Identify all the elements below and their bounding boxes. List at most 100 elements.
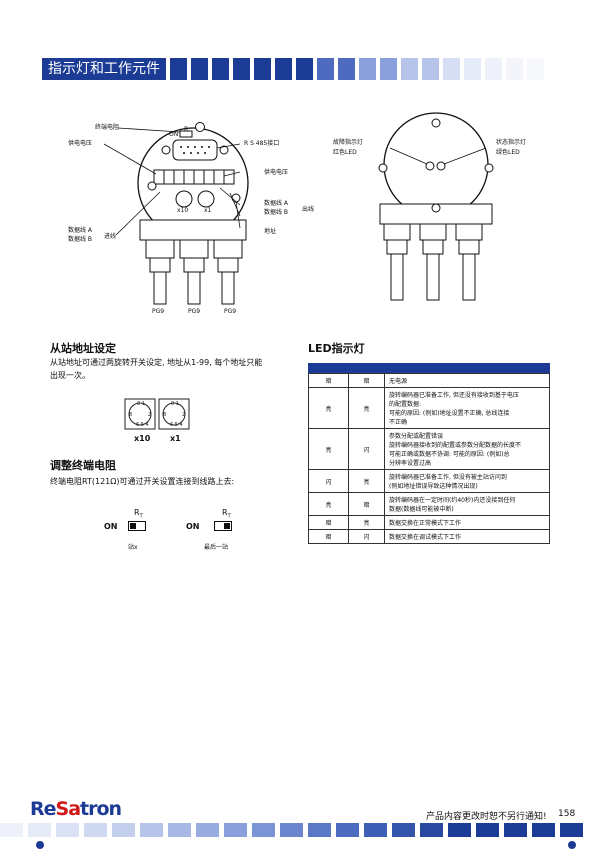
led-description-line: 旋转编码器已准备工作, 但没有被主站访问到 (389, 474, 507, 481)
footer-square (392, 823, 415, 837)
switch-toggle[interactable] (214, 521, 232, 531)
footer-square (168, 823, 191, 837)
header-square (485, 58, 502, 80)
led-description-line: 数据交换在调试模式下工作 (389, 534, 462, 541)
led-description-line: 数据交换在正常模式下工作 (389, 520, 462, 527)
led-description: 数据交换在正常模式下工作 (384, 515, 550, 530)
footer-square (252, 823, 275, 837)
header-square (338, 58, 355, 80)
label-in: 进线 (104, 233, 117, 240)
led-fault-state: 暗 (308, 373, 349, 388)
footer-square (280, 823, 303, 837)
led-status-state: 亮 (348, 515, 385, 530)
led-section-title: LED指示灯 (308, 342, 365, 355)
header-square (359, 58, 376, 80)
header-square (233, 58, 250, 80)
header-square (170, 58, 187, 80)
company-logo: ReSatron (30, 798, 122, 820)
switch-rt-label: RT (222, 508, 231, 520)
address-section-title: 从站地址设定 (50, 342, 116, 355)
header-square (422, 58, 439, 80)
footer-squares (0, 823, 604, 837)
switch-caption: 最后一站 (204, 544, 229, 551)
header-square (527, 58, 544, 80)
footer-dot-left (36, 841, 44, 849)
address-text-line-2: 出现一次。 (50, 371, 90, 380)
led-description-line: 不正确 (389, 419, 408, 426)
led-fault-state: 亮 (308, 428, 349, 470)
footer-square (0, 823, 23, 837)
led-fault-state: 闪 (308, 469, 349, 493)
switch-last-station: RT ON 最后一站 (186, 508, 256, 552)
switch-rt-sub: T (227, 513, 231, 520)
label-rt-small: R (184, 126, 189, 133)
label-data-in: 数据线 A 数据线 B (68, 226, 92, 244)
switch-rt: R (134, 508, 140, 517)
footer-square (140, 823, 163, 837)
svg-text:0 1: 0 1 (171, 401, 179, 407)
led-table: 暗暗无电源亮亮旋转编码器已准备工作, 但还没有接收到基于电压的配置数据:可能的原… (308, 373, 550, 544)
led-description-line: 分辨率设置过高 (389, 460, 432, 467)
switch-toggle[interactable] (128, 521, 146, 531)
label-data-a-in: 数据线 A (68, 227, 93, 234)
logo-part-tron: tron (80, 798, 122, 820)
label-on-small: ON (169, 131, 179, 138)
led-fault-state: 亮 (308, 492, 349, 516)
label-x10: x10 (134, 434, 151, 443)
led-fault-state: 暗 (308, 529, 349, 544)
header-square (464, 58, 481, 80)
switch-caption: 站x (128, 544, 138, 551)
logo-part-sa: Sa (55, 798, 81, 820)
led-table-row: 暗闪数据交换在调试模式下工作 (308, 529, 550, 544)
label-x1-small: x1 (204, 207, 212, 214)
header-square (506, 58, 523, 80)
footer-square (448, 823, 471, 837)
switch-knob (130, 523, 136, 529)
led-description: 无电源 (384, 373, 550, 388)
footer-square (476, 823, 499, 837)
led-status-state: 亮 (348, 387, 385, 429)
led-description: 旋转编码器已准备工作, 但没有被主站访问到(例如地址错误导致这种情况出现) (384, 469, 550, 493)
encoder-connection-diagram (103, 122, 249, 305)
switch-station-x: RT ON 站x (104, 508, 164, 552)
led-fault-state: 暗 (308, 515, 349, 530)
led-description-line: 旋转编码器在一定时间(约40秒)内还没接到任何 (389, 497, 516, 504)
label-fault-led-2: 红色LED (333, 149, 357, 156)
footer-square (196, 823, 219, 837)
label-out: 出线 (302, 206, 315, 213)
led-description-line: 参数分配或配置错误 (389, 433, 444, 440)
label-x10-small: x10 (177, 207, 189, 214)
header-square (212, 58, 229, 80)
led-status-state: 亮 (348, 469, 385, 493)
header-square (254, 58, 271, 80)
label-data-b-out: 数据线 B (264, 209, 289, 216)
footer-square (364, 823, 387, 837)
header-square (380, 58, 397, 80)
footer-square (560, 823, 583, 837)
label-pg-2: PG9 (188, 308, 201, 315)
encoder-led-diagram (378, 112, 494, 301)
svg-text:2: 2 (148, 412, 151, 418)
svg-text:8: 8 (163, 412, 166, 418)
header-square (401, 58, 418, 80)
led-description: 参数分配或配置错误旋转编码器接收到的配置或参数分配数据的长度不可能正确或数据不协… (384, 428, 550, 470)
header-squares (166, 58, 544, 80)
label-data-out: 数据线 A 数据线 B (264, 199, 288, 217)
led-status-state: 暗 (348, 373, 385, 388)
footer-square (28, 823, 51, 837)
label-pg-3: PG9 (224, 308, 237, 315)
page-title: 指示灯和工作元件 (42, 58, 166, 80)
led-description-line: 可能正确或数据不协调: 可能的原因: (例如)总 (389, 451, 510, 458)
label-data-a-out: 数据线 A (264, 200, 289, 207)
led-description-line: 数据(数据线可能被中断) (389, 506, 454, 513)
led-status-state: 闪 (348, 428, 385, 470)
footer-square (336, 823, 359, 837)
header-square (443, 58, 460, 80)
label-rs485: R S 485接口 (244, 140, 280, 147)
logo-part-re: Re (30, 798, 57, 820)
footer-dot-right (568, 841, 576, 849)
svg-text:0 1: 0 1 (137, 401, 145, 407)
led-description-line: 的配置数据: (389, 401, 422, 408)
led-description: 数据交换在调试模式下工作 (384, 529, 550, 544)
